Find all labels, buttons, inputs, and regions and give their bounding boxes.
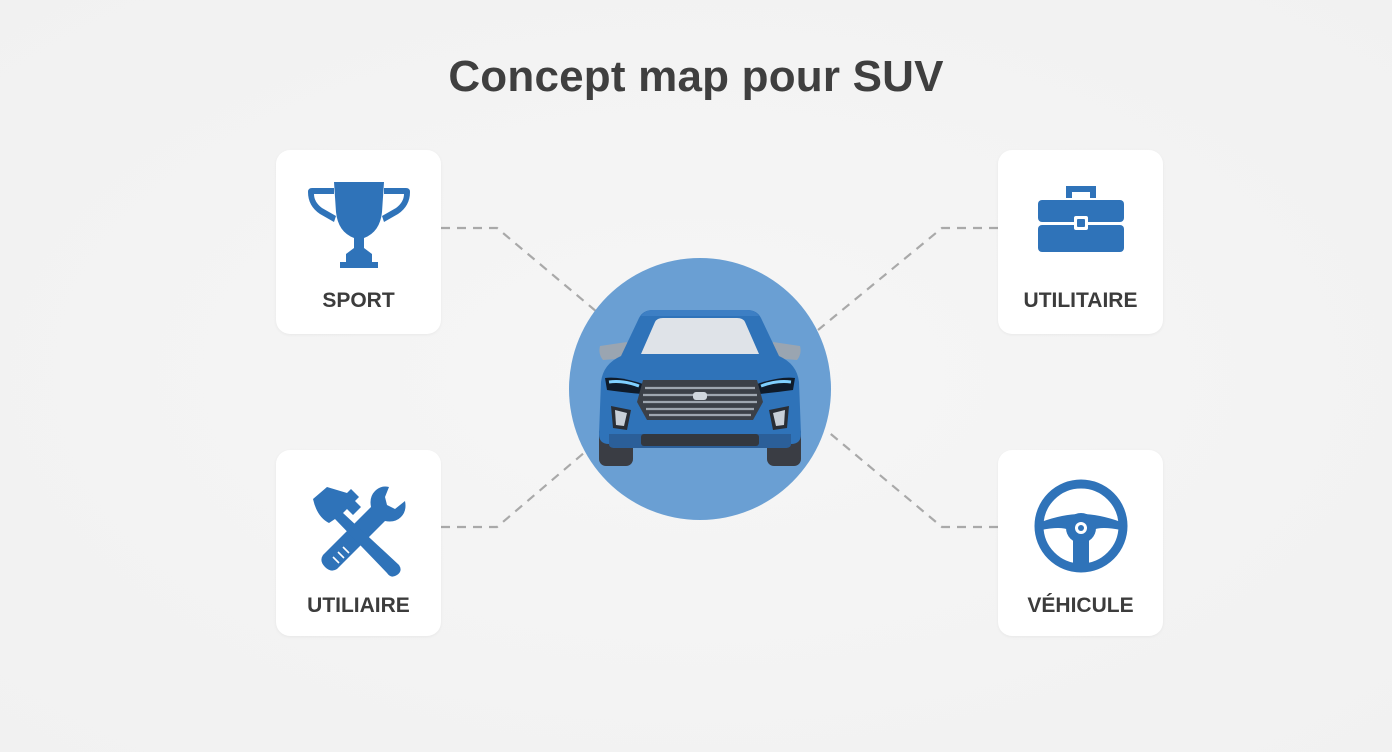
node-label-utilitaire: UTILITAIRE	[1023, 289, 1138, 312]
node-card-sport[interactable]: SPORT	[276, 150, 441, 334]
node-card-vehicule[interactable]: VÉHICULE	[998, 450, 1163, 636]
node-card-utiliaire[interactable]: UTILIAIRE	[276, 450, 441, 636]
trophy-icon	[307, 182, 410, 268]
steering-wheel-icon	[1034, 479, 1127, 573]
connector-utilitaire	[817, 226, 998, 331]
center-hub	[569, 258, 831, 520]
node-label-vehicule: VÉHICULE	[1027, 594, 1134, 617]
node-card-utilitaire[interactable]: UTILITAIRE	[998, 150, 1163, 334]
node-label-sport: SPORT	[322, 289, 395, 312]
page-title: Concept map pour SUV	[448, 52, 944, 101]
toolbox-icon	[1037, 186, 1124, 252]
connector-utiliaire	[441, 451, 586, 529]
connector-sport	[441, 226, 598, 313]
connector-vehicule	[825, 429, 998, 529]
tools-icon	[312, 486, 405, 577]
suv-front-icon	[599, 310, 801, 466]
node-label-utiliaire: UTILIAIRE	[307, 594, 410, 617]
